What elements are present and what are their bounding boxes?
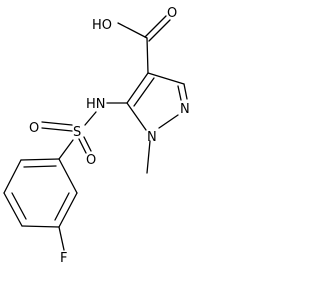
bond-benzene-c3-c4-inner [11,192,27,220]
bond-c3-c4 [147,72,185,85]
bond-benzene-c4-c5 [21,225,60,228]
bond-benzene-c1-c2 [20,158,60,161]
bond-cooh-c-to-c4 [146,37,149,74]
bond-benzene-c5-c6 [58,192,78,228]
bond-benzene-c1-c2-inner [23,165,57,168]
bond-benzene-c3-c4 [3,192,23,227]
bond-n1-n2 [158,114,179,129]
bond-benzene-c5-c6-inner [54,192,70,221]
bond-cooh-c-to-o-double-a [144,15,167,38]
atom-label-sulfonyl-o-bottom: O [86,153,96,168]
atom-labels: HO O HN S O O N N F [29,6,190,266]
bonds [3,15,188,251]
atom-label-sulfur: S [73,125,81,140]
bond-nh-s [84,111,97,126]
bond-benzene-c6-c1 [58,158,78,194]
bond-c5-f [58,226,65,251]
bond-s-o-left-b [41,127,73,132]
atom-label-ring-n1: N [147,130,157,145]
atom-label-sulfonyl-o-left: O [29,121,39,136]
bond-n2-c3-b [177,85,182,101]
atom-label-carboxyl-oh: HO [92,18,112,33]
bond-s-c1 [58,139,74,160]
atom-label-fluorine: F [60,251,67,266]
bond-cooh-c-to-ho [117,22,148,39]
bond-c4-c5-a [126,72,149,104]
bond-s-o-left-a [41,121,73,126]
bond-s-o-bottom-b [83,136,92,152]
bond-cooh-c-to-o-double-b [148,19,171,42]
bond-c4-c5-b [133,77,155,107]
atom-label-ring-n2: N [180,102,190,117]
bond-n1-methyl [146,140,151,174]
bond-s-o-bottom-a [78,138,87,154]
chemical-structure-diagram: HO O HN S O O N N F [3,6,190,266]
bond-n2-c3-a [183,83,188,100]
bond-benzene-c2-c3 [3,159,22,194]
atom-label-carbonyl-o: O [167,6,177,21]
atom-label-amine-nh: HN [86,97,106,112]
bond-c5-n1 [126,102,147,131]
